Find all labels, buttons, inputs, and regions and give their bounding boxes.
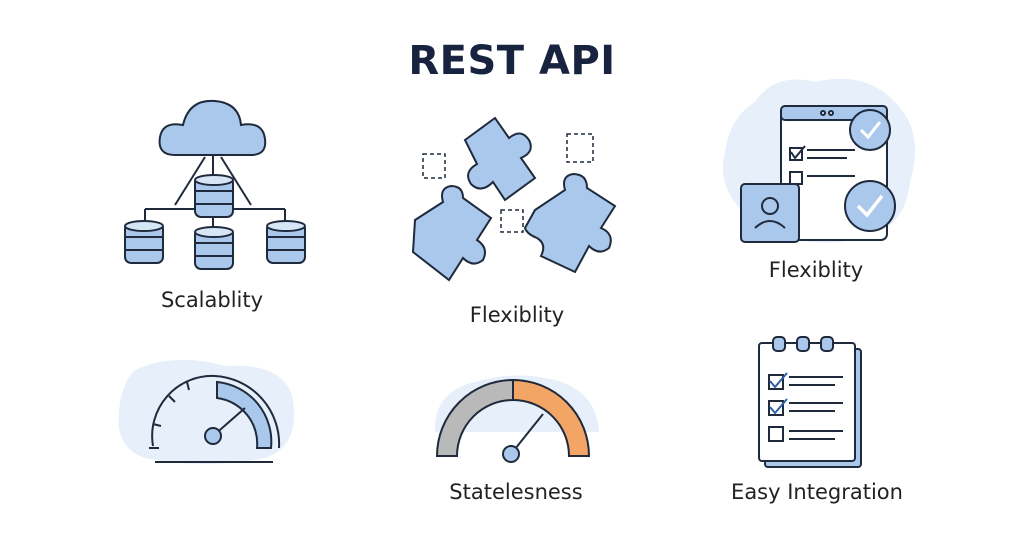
puzzle-pieces-icon bbox=[411, 116, 617, 282]
cloud-database-network-icon bbox=[124, 99, 306, 270]
page-title: REST API bbox=[408, 38, 616, 84]
clipboard-checklist-icon bbox=[758, 336, 862, 468]
database-icon bbox=[194, 174, 234, 218]
speedometer-gauge-icon bbox=[118, 359, 295, 464]
feature-label-statelessness: Statelesness bbox=[449, 480, 583, 504]
feature-label-flexibility-2: Flexiblity bbox=[768, 258, 864, 282]
half-gauge-icon bbox=[434, 375, 599, 463]
feature-label-scalability: Scalablity bbox=[160, 288, 264, 312]
feature-label-easy-integration: Easy Integration bbox=[731, 480, 903, 504]
checklist-window-user-icon bbox=[723, 78, 915, 243]
feature-label-flexibility-1: Flexiblity bbox=[469, 303, 565, 327]
